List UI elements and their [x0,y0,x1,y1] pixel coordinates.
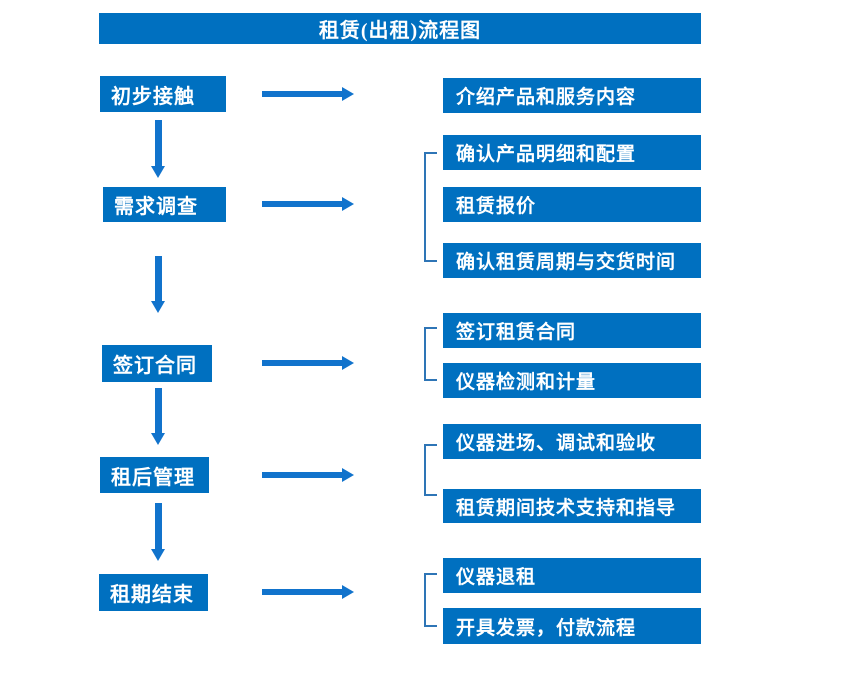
output-box-technical-support-guidance: 租赁期间技术支持和指导 [443,489,701,523]
group-bracket-sign-contract [424,327,437,381]
output-box-sign-rental-contract: 签订租赁合同 [443,313,701,348]
output-box-invoice-payment-process: 开具发票，付款流程 [443,608,701,644]
down-arrow-1 [151,120,165,178]
right-arrow-3 [262,356,354,370]
group-bracket-lease-end [424,573,437,627]
group-bracket-post-rental [424,444,437,496]
output-box-instrument-testing-metering: 仪器检测和计量 [443,363,701,398]
right-arrow-2 [262,197,354,211]
down-arrow-2 [151,256,165,313]
output-box-confirm-rental-period-delivery: 确认租赁周期与交货时间 [443,243,701,278]
down-arrow-3 [151,388,165,445]
step-box-demand-survey: 需求调查 [103,187,226,222]
diagram-title: 租赁(出租)流程图 [99,13,701,44]
group-bracket-demand-survey [424,152,437,262]
output-box-introduce-products-services: 介绍产品和服务内容 [443,78,701,113]
step-box-sign-contract: 签订合同 [102,345,212,382]
step-box-initial-contact: 初步接触 [100,76,226,112]
output-box-rental-quotation: 租赁报价 [443,187,701,222]
right-arrow-1 [262,87,354,101]
right-arrow-5 [262,585,354,599]
output-box-instrument-return: 仪器退租 [443,558,701,593]
step-box-post-rental-management: 租后管理 [100,457,209,493]
output-box-instrument-entry-debug-acceptance: 仪器进场、调试和验收 [443,424,701,459]
output-box-confirm-product-details: 确认产品明细和配置 [443,135,701,170]
right-arrow-4 [262,468,354,482]
step-box-lease-end: 租期结束 [99,574,208,611]
down-arrow-4 [151,503,165,561]
